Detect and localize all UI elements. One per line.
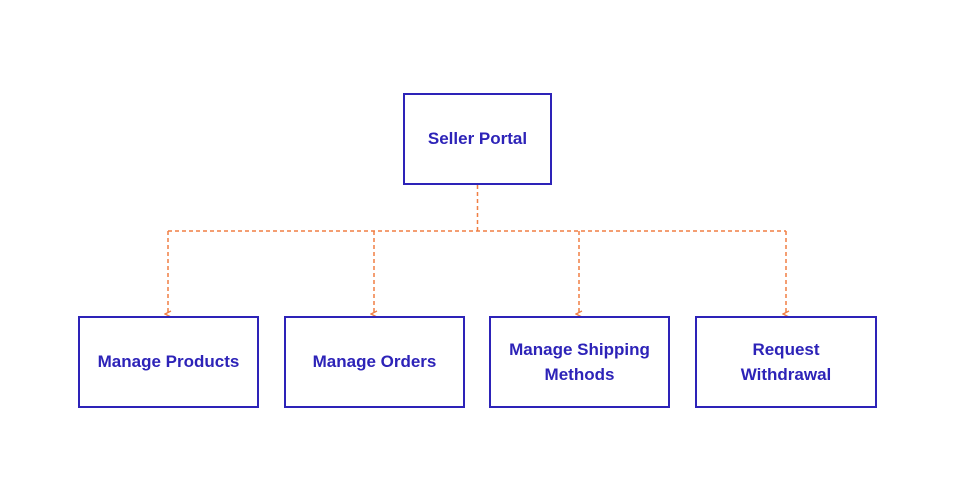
node-manage-products: Manage Products — [78, 316, 259, 408]
node-manage-orders: Manage Orders — [284, 316, 465, 408]
node-label: Request Withdrawal — [740, 339, 832, 385]
node-label: Manage Orders — [312, 352, 437, 372]
node-label: Seller Portal — [427, 129, 528, 149]
node-request-withdrawal: Request Withdrawal — [695, 316, 877, 408]
node-seller-portal: Seller Portal — [403, 93, 552, 185]
node-manage-shipping-methods: Manage Shipping Methods — [489, 316, 670, 408]
node-label: Manage Shipping Methods — [509, 339, 650, 385]
node-label: Manage Products — [97, 352, 240, 372]
